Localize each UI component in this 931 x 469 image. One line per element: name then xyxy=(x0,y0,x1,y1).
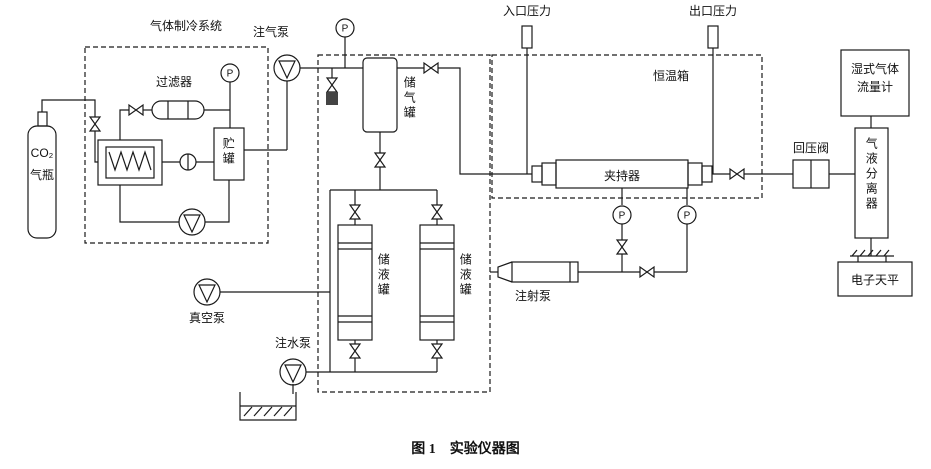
inlet-pressure-sensor xyxy=(521,25,533,174)
wet-gas-flow-meter-box xyxy=(840,49,910,117)
gas-cylinder-label: 气瓶 xyxy=(29,168,54,182)
vacuum-pump-icon xyxy=(193,278,221,306)
back-pressure-valve-label: 回压阀 xyxy=(792,141,830,155)
liquid-storage-tank-label: 储液罐 xyxy=(458,253,473,298)
outlet-pressure-sensor xyxy=(707,25,719,174)
liquid-storage-tank-label: 储液罐 xyxy=(376,253,391,298)
confining-gauge-line-1 xyxy=(612,188,632,272)
water-injection-pump-icon xyxy=(279,358,307,386)
refrigeration-system-boundary xyxy=(84,46,269,244)
liquid-storage-tank-2 xyxy=(419,224,455,372)
valve-icon xyxy=(423,62,439,74)
valve-icon xyxy=(431,343,443,359)
co2-label: CO₂ xyxy=(30,146,54,160)
gas-liquid-separator-label: 气液分离器 xyxy=(864,137,879,212)
valve-icon xyxy=(128,104,144,116)
pressure-gauge-label: P xyxy=(342,24,349,35)
pressure-gauge-label: P xyxy=(619,211,626,222)
filter-label: 过滤器 xyxy=(155,75,193,89)
gas-storage-tank-assembly xyxy=(362,57,532,190)
syringe-pump-label: 注射泵 xyxy=(514,289,552,303)
filter-branch xyxy=(119,100,230,140)
injection-port xyxy=(326,68,338,105)
valve-icon xyxy=(89,116,101,132)
water-injection-pump-label: 注水泵 xyxy=(274,336,312,350)
valve-icon xyxy=(616,239,628,255)
water-hatching xyxy=(243,406,293,417)
pressure-gauge-label: P xyxy=(684,211,691,222)
valve-icon xyxy=(374,152,386,168)
valve-icon xyxy=(349,204,361,220)
vacuum-pump-label: 真空泵 xyxy=(188,311,226,325)
gas-storage-tank xyxy=(362,57,398,133)
coil-icon xyxy=(108,150,152,172)
flow-indicator xyxy=(162,153,214,171)
cylinder-valve-icon xyxy=(37,111,48,127)
confining-gauge-line-2 xyxy=(677,188,697,272)
gas-injection-pump-label: 注气泵 xyxy=(252,25,290,39)
liquid-storage-tank-1 xyxy=(337,224,373,372)
inlet-pressure-label: 入口压力 xyxy=(502,4,552,18)
valve-icon xyxy=(639,266,655,278)
buffer-tank-label: 贮罐 xyxy=(221,137,236,167)
core-holder-label: 夹持器 xyxy=(603,169,640,183)
gas-injection-pump-icon xyxy=(273,54,301,82)
syringe-tip xyxy=(497,261,513,283)
syringe-pump-assembly xyxy=(490,261,687,283)
outlet-pressure-label: 出口压力 xyxy=(688,4,738,18)
wet-gas-flow-meter-label: 湿式气体流量计 xyxy=(850,62,899,94)
vacuum-line xyxy=(193,278,330,306)
outlet-line xyxy=(712,168,793,180)
manifold-lines xyxy=(329,189,443,372)
figure-number: 图 1 xyxy=(411,442,436,457)
tank-section-boundary xyxy=(317,54,491,393)
pressure-gauge-label: P xyxy=(227,69,234,80)
thermostat-chamber-boundary xyxy=(491,54,763,199)
valve-icon xyxy=(729,168,745,180)
figure-title: 实验仪器图 xyxy=(449,442,520,457)
electronic-balance-label: 电子天平 xyxy=(850,273,899,287)
gas-storage-tank-label: 储气罐 xyxy=(402,76,417,121)
water-injection-line xyxy=(239,358,437,421)
electronic-balance-box xyxy=(837,261,913,297)
valve-icon xyxy=(431,204,443,220)
back-pressure-valve-assembly xyxy=(792,159,855,189)
valve-icon xyxy=(349,343,361,359)
thermostat-chamber-label: 恒温箱 xyxy=(652,69,690,83)
measurement-train xyxy=(837,49,913,297)
valve-icon xyxy=(326,77,338,93)
circulation-loop xyxy=(119,180,230,236)
filter-body xyxy=(151,100,205,120)
figure-caption: 图 1 实验仪器图 xyxy=(0,438,931,458)
co2-cylinder xyxy=(27,99,101,239)
heat-exchanger xyxy=(97,139,163,186)
circulation-pump-icon xyxy=(178,208,206,236)
refrigeration-system-label: 气体制冷系统 xyxy=(149,19,223,33)
